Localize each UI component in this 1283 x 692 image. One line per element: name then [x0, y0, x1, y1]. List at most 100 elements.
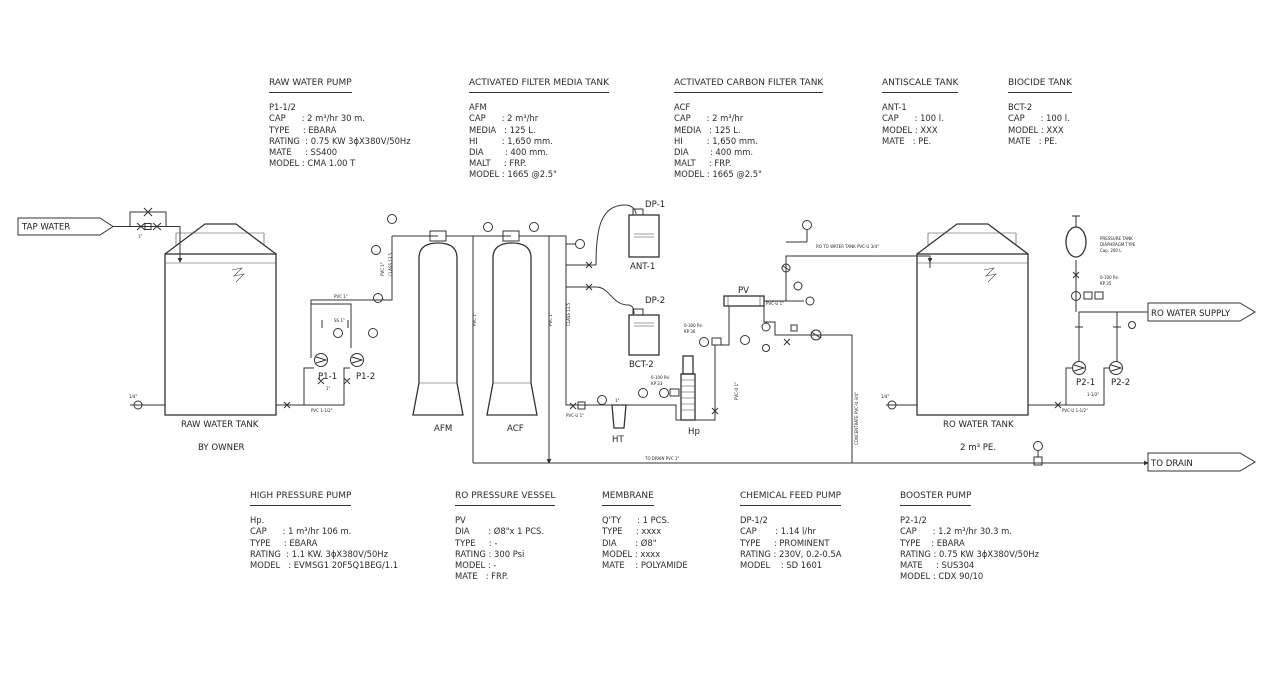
pv-feed-size: PVC-U 1"	[734, 382, 739, 400]
ro-pressure-vessel: PV RO TO WATER TANK PVC-U 3/4" PVC-U 1" …	[723, 220, 931, 463]
spec-line: MODEL : XXX	[1008, 124, 1064, 135]
pressure-tank-label-3: Cap. 200 L	[1100, 248, 1122, 253]
booster-pumps: P2-1 P2-2 PVC-U 1-1/2" 1-1/2" PRESSURE T…	[1028, 215, 1148, 413]
spec-high-pressure-pump: HIGH PRESSURE PUMP Hp. CAP : 1 m³/hr 106…	[250, 490, 398, 571]
concentrate-label: CONCENTRATE PVC-U 3/4"	[854, 392, 859, 445]
riser-class: CLASS 13.5	[388, 252, 393, 276]
spec-line: MODEL : 1665 @2.5"	[469, 169, 557, 180]
spec-line: Q'TY : 1 PCS.	[602, 515, 670, 526]
spec-line: PV	[455, 515, 466, 526]
cartridge-filter: HT PVC-U 1" 1"	[566, 388, 648, 445]
dosing-pumps: DP-1 ANT-1 DP-2 BCT-2	[566, 200, 665, 370]
spec-raw-water-pump: RAW WATER PUMP P1-1/2 CAP : 2 m³/hr 30 m…	[269, 77, 411, 169]
acf-label: ACF	[507, 424, 524, 434]
spec-line: MATE : PE.	[1008, 135, 1058, 146]
spec-membrane: MEMBRANE Q'TY : 1 PCS. TYPE : xxxx DIA :…	[602, 490, 688, 571]
ant1-tank-icon	[628, 214, 660, 258]
spec-line: MATE : SS400	[269, 147, 338, 158]
spec-line: RATING : 0.75 KW 3ϕX380V/50Hz	[269, 135, 411, 146]
spec-line: RATING : 230V, 0.2-0.5A	[740, 548, 842, 559]
dp2-label: DP-2	[645, 296, 665, 306]
tap-water-label: TAP WATER	[17, 217, 114, 236]
booster-gauge-range: 0-100 Psi	[1100, 275, 1118, 280]
dp1-label: DP-1	[645, 200, 665, 210]
acf-drain-size: PVC 1"	[548, 312, 553, 326]
spec-line: MODEL : XXX	[882, 124, 938, 135]
spec-line: CAP : 2 m³/hr 30 m.	[269, 113, 365, 124]
spec-line: RATING : 0.75 KW 3ϕX380V/50Hz	[900, 548, 1039, 559]
hp-gauge-tag: KP 33	[651, 381, 663, 386]
ro-water-tank: RO WATER TANK 2 m³ PE. 1/4"	[881, 223, 1029, 453]
p1-suction-size: PVC 1-1/2"	[311, 408, 333, 413]
acf-outlet-class: CLASS 13.5	[566, 302, 571, 326]
spec-biocide-tank: BIOCIDE TANK BCT-2 CAP : 100 l. MODEL : …	[1008, 77, 1072, 147]
spec-line: CAP : 2 m³/hr	[674, 113, 744, 124]
spec-booster-pump: BOOSTER PUMP P2-1/2 CAP : 1.2 m³/hr 30.3…	[900, 490, 1039, 582]
to-drain-text: TO DRAIN	[1150, 459, 1193, 469]
hp-gauge-range: 0-100 Psi	[651, 375, 669, 380]
spec-line: AFM	[469, 102, 487, 113]
ht-size: 1"	[615, 398, 620, 403]
spec-line: HI : 1,650 mm.	[469, 135, 553, 146]
spec-title: ACTIVATED FILTER MEDIA TANK	[469, 78, 609, 94]
spec-line: P1-1/2	[269, 102, 296, 113]
bct2-tank-icon	[628, 314, 660, 356]
spec-line: MODEL : -	[455, 560, 497, 571]
spec-title: HIGH PRESSURE PUMP	[250, 491, 352, 507]
spec-line: DP-1/2	[740, 515, 768, 526]
spec-title: MEMBRANE	[602, 491, 654, 507]
spec-line: TYPE : xxxx	[602, 526, 662, 537]
tap-water-text: TAP WATER	[21, 223, 70, 233]
spec-line: P2-1/2	[900, 515, 927, 526]
p1-header-size: PVC 1"	[334, 294, 348, 299]
afm-drain-size: PVC 1"	[472, 312, 477, 326]
ro-tank-cap-label: 2 m³ PE.	[960, 443, 996, 453]
p1-2-label: P1-2	[356, 372, 375, 382]
ro-drain-size: 1/4"	[881, 394, 889, 399]
p1-discharge-size: SS 1"	[334, 318, 345, 323]
drain-header: TO DRAIN PVC 1" TO DRAIN	[472, 441, 1256, 472]
raw-water-pumps: P1-1 P1-2 PVC 1" PVC 1-1/2" SS 1" 1" PVC…	[276, 214, 397, 413]
drain-size: 1/4"	[129, 394, 137, 399]
spec-line: DIA : 400 mm.	[674, 147, 754, 158]
p2-2-label: P2-2	[1111, 378, 1130, 388]
ro-water-supply-text: RO WATER SUPPLY	[1151, 309, 1231, 319]
p1-1-label: P1-1	[318, 372, 337, 382]
spec-line: RATING : 300 Psi	[455, 548, 525, 559]
ro-to-tank-label: RO TO WATER TANK PVC-U 3/4"	[816, 244, 879, 249]
spec-line: CAP : 1.2 m³/hr 30.3 m.	[900, 526, 1012, 537]
spec-line: MODEL : CDX 90/10	[900, 571, 984, 582]
spec-line: MODEL : 1665 @2.5"	[674, 169, 762, 180]
spec-line: HI : 1,650 mm.	[674, 135, 758, 146]
high-pressure-pump: 0-100 Psi KP 33 Hp 0-300 Psi KP 36	[640, 306, 750, 437]
spec-line: MODEL : CMA 1.00 T	[269, 158, 356, 169]
p2-branch-size: 1-1/2"	[1087, 392, 1099, 397]
spec-ro-pressure-vessel: RO PRESSURE VESSEL PV DIA : Ø8"x 1 PCS. …	[455, 490, 556, 582]
spec-line: ANT-1	[882, 102, 907, 113]
bct2-label: BCT-2	[629, 360, 654, 370]
spec-title: RO PRESSURE VESSEL	[455, 491, 556, 507]
spec-line: CAP : 1.14 l/hr	[740, 526, 816, 537]
to-drain-pipe-label: TO DRAIN PVC 1"	[644, 456, 679, 461]
p1-branch-size: 1"	[326, 386, 331, 391]
pv-permeate-size: PVC-U 1"	[766, 301, 784, 306]
spec-line: TYPE : EBARA	[250, 537, 318, 548]
spec-line: CAP : 100 l.	[882, 113, 944, 124]
spec-line: RATING : 1.1 KW. 3ϕX380V/50Hz	[250, 548, 388, 559]
spec-line: MODEL : xxxx	[602, 548, 661, 559]
spec-line: TYPE : PROMINENT	[740, 537, 830, 548]
raw-water-tank-label: RAW WATER TANK	[181, 420, 259, 430]
drain-gauge-icon	[133, 400, 143, 410]
pv-label: PV	[738, 286, 749, 296]
tap-inlet-valves: 1"	[113, 207, 181, 254]
spec-title: ANTISCALE TANK	[882, 78, 959, 94]
spec-line: MEDIA : 125 L.	[469, 124, 536, 135]
spec-line: TYPE : -	[455, 537, 498, 548]
ro-gauge-tag: KP 36	[684, 329, 696, 334]
spec-line: MALT : FRP.	[674, 158, 732, 169]
pressure-tank-label-1: PRESSURE TANK	[1100, 236, 1133, 241]
ht-pipe-size: PVC-U 1"	[566, 413, 584, 418]
spec-chemical-feed-pump: CHEMICAL FEED PUMP DP-1/2 CAP : 1.14 l/h…	[740, 490, 841, 571]
spec-line: CAP : 1 m³/hr 106 m.	[250, 526, 352, 537]
p2-1-label: P2-1	[1076, 378, 1095, 388]
